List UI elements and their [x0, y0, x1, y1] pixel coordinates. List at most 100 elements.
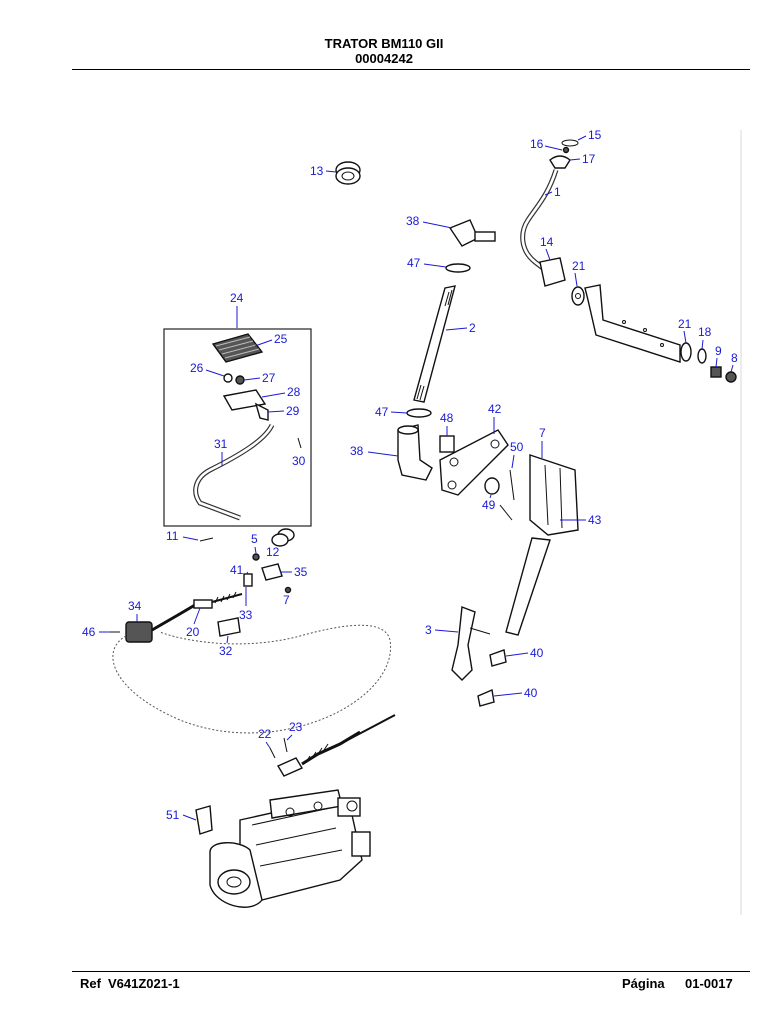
callout-47: 47 [407, 256, 421, 270]
part-29-clip [254, 402, 269, 421]
callout-22: 22 [258, 727, 272, 741]
part-3-lever [451, 606, 476, 681]
bracket-plate [584, 284, 681, 363]
callout-34: 34 [128, 599, 142, 613]
part-51-bracket [195, 805, 213, 835]
part-25-pedal-pad [211, 333, 264, 363]
part-47a-washer [445, 263, 471, 273]
callout-50: 50 [510, 440, 524, 454]
callout-40: 40 [524, 686, 538, 700]
part-5-nut [252, 553, 260, 561]
part-34-knob [125, 621, 153, 643]
part-18-spring-washer [697, 348, 707, 364]
callout-2: 2 [469, 321, 476, 335]
callout-25: 25 [274, 332, 288, 346]
callout-21: 21 [678, 317, 692, 331]
callout-18: 18 [698, 325, 712, 339]
cable-outline [112, 624, 391, 734]
callout-40: 40 [530, 646, 544, 660]
callout-33: 33 [239, 608, 253, 622]
part-16-pin [562, 146, 570, 154]
part-17-knob [549, 155, 571, 169]
part-24-group-frame [163, 328, 312, 527]
middle-linkage [397, 408, 579, 636]
callout-7: 7 [539, 426, 546, 440]
callout-24: 24 [230, 291, 244, 305]
cable-assembly [110, 528, 391, 734]
callout-11: 11 [166, 529, 179, 543]
callout-43: 43 [588, 513, 602, 527]
callout-16: 16 [530, 137, 544, 151]
footer-ref-label: Ref [80, 976, 101, 991]
callout-13: 13 [310, 164, 324, 178]
part-30-pin [297, 437, 302, 449]
callout-26: 26 [190, 361, 204, 375]
callout-27: 27 [262, 371, 276, 385]
callout-51: 51 [166, 808, 180, 822]
callout-28: 28 [287, 385, 301, 399]
footer-page-label: Página [622, 976, 665, 991]
callout-9: 9 [715, 344, 722, 358]
part-50-pin [509, 469, 515, 501]
callout-32: 32 [219, 644, 233, 658]
part-40b-nut [477, 689, 495, 707]
cable-end-yoke [276, 757, 304, 777]
part-49-washer [484, 477, 500, 495]
part-35-bracket [261, 563, 283, 581]
callout-labels: 15 16 17 1 13 38 14 47 21 2 24 25 21 18 … [82, 128, 738, 822]
header-rule [72, 69, 750, 70]
part-20-sheath-end [193, 599, 213, 609]
callout-17: 17 [582, 152, 596, 166]
callout-7: 7 [283, 593, 290, 607]
part-32-clamp [217, 617, 241, 637]
part-42-plate [439, 429, 509, 496]
callout-46: 46 [82, 625, 96, 639]
injection-pump-assembly [195, 714, 396, 908]
part-27-bolt [235, 375, 245, 385]
callout-31: 31 [214, 437, 228, 451]
document-title: TRATOR BM110 GII [324, 36, 444, 51]
callout-1: 1 [554, 185, 561, 199]
callout-47: 47 [375, 405, 389, 419]
part-41-sleeve [243, 573, 253, 587]
footer-ref-value: V641Z021-1 [108, 976, 180, 991]
part-2-rod [413, 285, 456, 403]
callout-12: 12 [266, 545, 280, 559]
part-9-nut [710, 366, 722, 378]
part-47b-washer [406, 408, 432, 418]
part-7-fork [529, 454, 579, 536]
callout-20: 20 [186, 625, 200, 639]
lower-lever-assembly [451, 606, 507, 707]
upper-rod-assembly [413, 219, 496, 403]
callout-23: 23 [289, 720, 303, 734]
callout-30: 30 [292, 454, 306, 468]
part-14-pivot [539, 257, 566, 287]
footer-page-value: 01-0017 [685, 976, 733, 991]
document-code: 00004242 [355, 51, 413, 66]
hand-lever-assembly [520, 139, 737, 383]
part-26-nut [223, 373, 233, 383]
part-8-locknut [725, 371, 737, 383]
part-15-ring [561, 139, 579, 147]
callout-38: 38 [406, 214, 420, 228]
callout-48: 48 [440, 411, 454, 425]
callout-8: 8 [731, 351, 738, 365]
callout-21: 21 [572, 259, 586, 273]
footer-rule [72, 971, 750, 972]
callout-49: 49 [482, 498, 496, 512]
part-13-cap [335, 161, 361, 185]
part-43-rod [505, 537, 551, 636]
part-23-pin [283, 737, 288, 753]
callout-14: 14 [540, 235, 554, 249]
part-11-pin [199, 537, 214, 542]
pedal-assembly [193, 333, 302, 521]
callout-5: 5 [251, 532, 258, 546]
callout-38: 38 [350, 444, 364, 458]
callout-3: 3 [425, 623, 432, 637]
part-7b-screw [284, 586, 292, 594]
callout-15: 15 [588, 128, 602, 142]
part-48-bolt [439, 435, 455, 453]
part-40a-nut [489, 649, 507, 667]
part-38a-elbow [448, 219, 479, 247]
